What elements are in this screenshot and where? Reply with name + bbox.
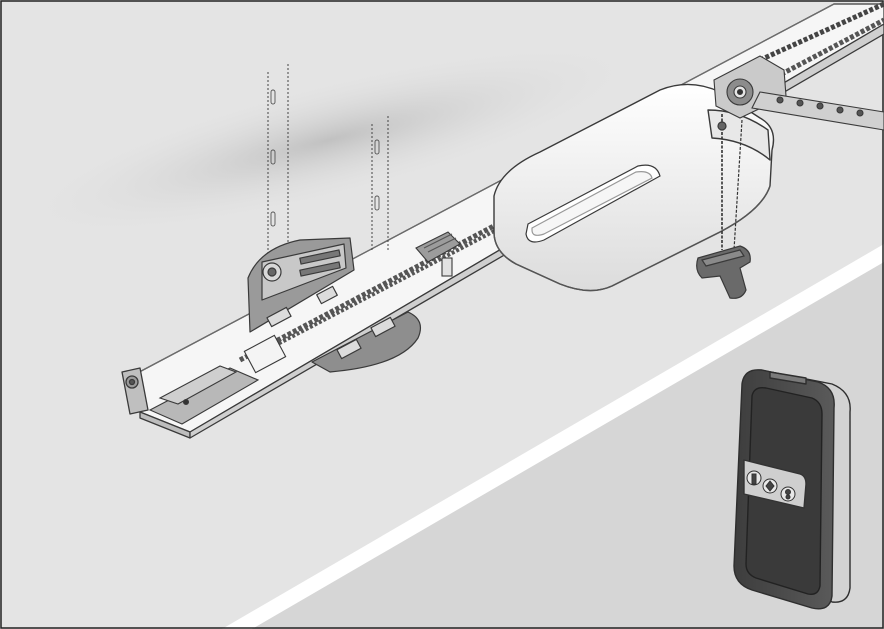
light-button-icon bbox=[780, 486, 796, 502]
perforated-strap-icon bbox=[751, 91, 884, 131]
mounting-bracket-icon bbox=[247, 237, 355, 333]
hanger-strap-holes bbox=[270, 89, 380, 227]
lock-button-icon bbox=[762, 478, 778, 494]
hanger-strap-icon bbox=[267, 64, 389, 262]
ceiling-shadow bbox=[9, 41, 651, 239]
light-panel-icon bbox=[525, 164, 661, 243]
emergency-release-handle-icon bbox=[696, 114, 751, 299]
lower-bracket-icon bbox=[311, 311, 421, 373]
chain-tensioner-icon bbox=[415, 231, 461, 277]
person-button-icon bbox=[746, 470, 762, 486]
floor-strip bbox=[222, 244, 884, 629]
carriage-icon bbox=[148, 334, 287, 425]
